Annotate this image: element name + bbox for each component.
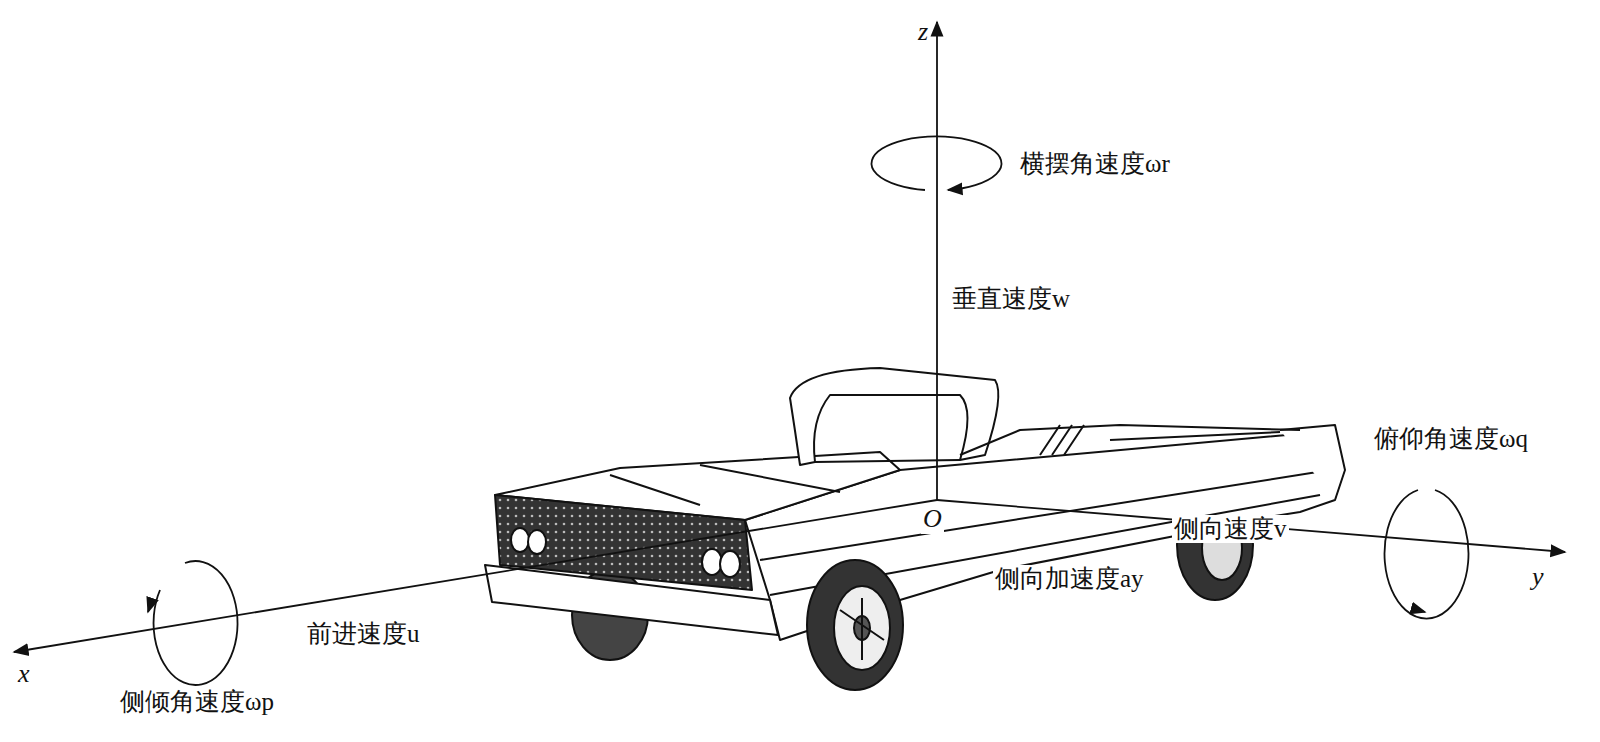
axis-label: y bbox=[1530, 563, 1546, 592]
y-axis bbox=[937, 500, 1565, 552]
pitch-rotation bbox=[1385, 490, 1469, 619]
origin-label: O bbox=[921, 505, 944, 534]
yaw-rotation bbox=[871, 136, 1001, 190]
lateral-speed-label: 侧向速度v bbox=[1172, 515, 1289, 543]
yaw-rate-label: 横摆角速度ωr bbox=[1018, 150, 1172, 178]
rotation-arrows bbox=[148, 136, 1469, 685]
x-axis bbox=[14, 500, 937, 652]
forward-speed-label: 前进速度u bbox=[305, 620, 422, 648]
axes bbox=[14, 22, 1565, 652]
car-drawing bbox=[485, 368, 1345, 690]
axis-label: x bbox=[16, 660, 32, 689]
roll-rotation bbox=[154, 561, 238, 685]
vertical-speed-label: 垂直速度w bbox=[950, 285, 1072, 313]
z-axis bbox=[936, 22, 938, 500]
lateral-accel-label: 侧向加速度ay bbox=[993, 565, 1146, 593]
pitch-rate-label: 俯仰角速度ωq bbox=[1372, 425, 1530, 453]
roll-rate-label: 侧倾角速度ωp bbox=[118, 688, 276, 716]
axis-label: z bbox=[916, 18, 930, 47]
